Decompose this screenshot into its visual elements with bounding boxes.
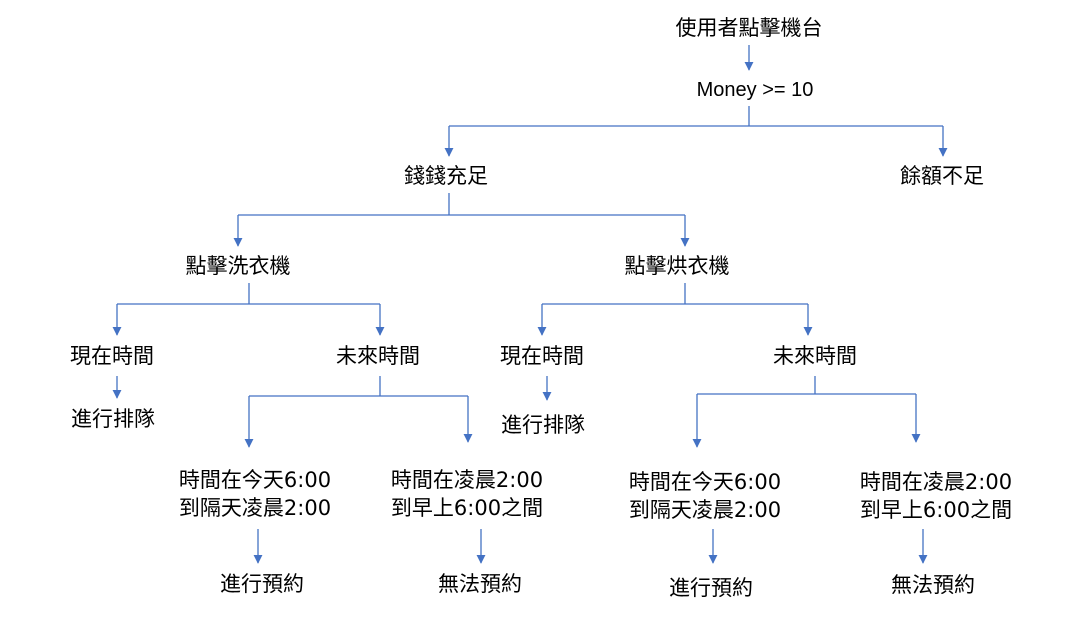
node-start: 使用者點擊機台 xyxy=(675,16,823,40)
connector-washer-future-branch xyxy=(249,376,468,397)
node-insufficient-balance: 餘額不足 xyxy=(900,164,984,188)
node-dryer-no-reserve: 無法預約 xyxy=(891,573,975,597)
node-washer-no-reserve: 無法預約 xyxy=(438,572,522,596)
node-washer-range-b: 時間在凌晨2:00 到早上6:00之間 xyxy=(391,466,543,522)
connector-washer-branch xyxy=(117,283,380,305)
dryer-range-b-line-1: 時間在凌晨2:00 xyxy=(859,470,1013,494)
node-washer-future: 未來時間 xyxy=(336,344,420,368)
node-enough-money: 錢錢充足 xyxy=(404,164,488,188)
node-washer-reserve: 進行預約 xyxy=(220,572,304,596)
dryer-range-a-line-2: 到隔天凌晨2:00 xyxy=(628,498,782,522)
node-dryer-queue: 進行排隊 xyxy=(501,413,585,437)
washer-range-b-line-2: 到早上6:00之間 xyxy=(390,496,544,520)
node-washer-range-a: 時間在今天6:00 到隔天凌晨2:00 xyxy=(179,466,331,522)
node-washer-now: 現在時間 xyxy=(70,344,154,368)
connector-dryer-branch xyxy=(542,283,808,305)
washer-range-a-line-2: 到隔天凌晨2:00 xyxy=(178,496,332,520)
node-dryer-reserve: 進行預約 xyxy=(669,576,753,600)
node-money-check: Money >= 10 xyxy=(696,79,814,101)
dryer-range-a-line-1: 時間在今天6:00 xyxy=(628,470,782,494)
node-dryer-range-a: 時間在今天6:00 到隔天凌晨2:00 xyxy=(629,468,781,524)
node-washer-queue: 進行排隊 xyxy=(71,407,155,431)
washer-range-a-line-1: 時間在今天6:00 xyxy=(178,468,332,492)
connector-dryer-future-branch xyxy=(697,376,916,395)
node-dryer-now: 現在時間 xyxy=(500,344,584,368)
connector-enough-branch xyxy=(238,193,685,216)
node-dryer-future: 未來時間 xyxy=(773,344,857,368)
node-click-washer: 點擊洗衣機 xyxy=(185,254,291,278)
dryer-range-b-line-2: 到早上6:00之間 xyxy=(859,498,1013,522)
node-click-dryer: 點擊烘衣機 xyxy=(624,254,730,278)
connector-check-branch xyxy=(449,106,943,127)
washer-range-b-line-1: 時間在凌晨2:00 xyxy=(390,468,544,492)
node-dryer-range-b: 時間在凌晨2:00 到早上6:00之間 xyxy=(860,468,1012,524)
